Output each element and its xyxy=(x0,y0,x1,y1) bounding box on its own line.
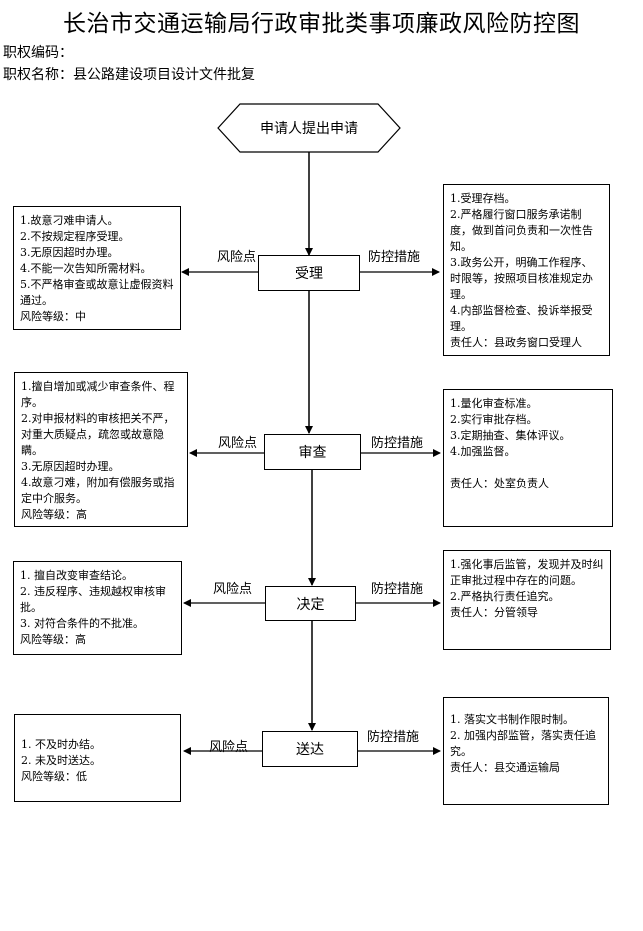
risk-item: 3.无原因超时办理。 xyxy=(21,460,120,473)
risk-item: 2. 违反程序、违规越权审核审批。 xyxy=(20,585,166,614)
risk-label: 风险点 xyxy=(218,436,258,451)
authority-name: 职权名称：县公路建设项目设计文件批复 xyxy=(3,67,255,83)
control-item: 2. 加强内部监管，落实责任追究。 xyxy=(450,729,596,758)
control-item xyxy=(450,460,606,476)
risk-item: 1.擅自增加或减少审查条件、程序。 xyxy=(21,380,175,409)
control-item: 4.内部监督检查、投诉举报受理。 xyxy=(450,304,593,333)
risk-item: 1. 不及时办结。 xyxy=(21,738,101,751)
risk-item: 2.对申报材料的审核把关不严，对重大质疑点，疏忽或故意隐瞒。 xyxy=(21,412,175,457)
step-node-accept: 受理 xyxy=(258,255,360,291)
risk-box-deliver: 1. 不及时办结。 2. 未及时送达。 风险等级：低 xyxy=(14,714,181,802)
control-item: 1.受理存档。 xyxy=(450,192,516,205)
risk-level: 风险等级：高 xyxy=(20,633,86,646)
risk-label: 风险点 xyxy=(213,582,253,597)
control-box-accept: 1.受理存档。 2.严格履行窗口服务承诺制度，做到首问负责和一次性告知。 3.政… xyxy=(443,184,610,356)
risk-box-decide: 1. 擅自改变审查结论。 2. 违反程序、违规越权审核审批。 3. 对符合条件的… xyxy=(13,561,182,655)
responsible-person: 责任人：处室负责人 xyxy=(450,477,549,490)
start-hexagon xyxy=(217,103,401,153)
page-title: 长治市交通运输局行政审批类事项廉政风险防控图 xyxy=(63,11,580,37)
risk-item: 1. 擅自改变审查结论。 xyxy=(20,569,133,582)
risk-box-accept: 1.故意刁难申请人。 2.不按规定程序受理。 3.无原因超时办理。 4.不能一次… xyxy=(13,206,181,330)
control-label: 防控措施 xyxy=(371,582,424,597)
responsible-person: 责任人：县政务窗口受理人 xyxy=(450,336,582,349)
control-label: 防控措施 xyxy=(368,250,421,265)
risk-level: 风险等级：高 xyxy=(21,508,87,521)
control-item: 2.严格履行窗口服务承诺制度，做到首问负责和一次性告知。 xyxy=(450,208,593,253)
risk-item: 2. 未及时送达。 xyxy=(21,754,101,767)
risk-item: 4.故意刁难，附加有偿服务或指定中介服务。 xyxy=(21,476,175,505)
step-node-deliver: 送达 xyxy=(262,731,358,767)
control-item: 2.实行审批存档。 xyxy=(450,413,538,426)
control-item: 3.政务公开，明确工作程序、时限等，按照项目核准规定办理。 xyxy=(450,256,593,301)
control-label: 防控措施 xyxy=(371,436,424,451)
control-box-deliver: 1. 落实文书制作限时制。 2. 加强内部监管，落实责任追究。 责任人：县交通运… xyxy=(443,697,609,805)
control-item: 4.加强监督。 xyxy=(450,445,516,458)
risk-item: 1.故意刁难申请人。 xyxy=(20,214,119,227)
control-item: 1.强化事后监管，发现并及时纠正审批过程中存在的问题。 xyxy=(450,558,604,587)
control-box-decide: 1.强化事后监管，发现并及时纠正审批过程中存在的问题。 2.严格执行责任追究。 … xyxy=(443,550,611,650)
responsible-person: 责任人：县交通运输局 xyxy=(450,761,560,774)
step-node-review: 审查 xyxy=(264,434,361,470)
risk-label: 风险点 xyxy=(209,740,249,755)
risk-level: 风险等级：中 xyxy=(20,310,86,323)
control-item: 2.严格执行责任追究。 xyxy=(450,590,560,603)
risk-item: 5.不严格审查或故意让虚假资料通过。 xyxy=(20,278,174,307)
control-item: 1.量化审查标准。 xyxy=(450,397,538,410)
risk-item: 3.无原因超时办理。 xyxy=(20,246,119,259)
risk-item: 3. 对符合条件的不批准。 xyxy=(20,617,144,630)
risk-item: 4.不能一次告知所需材料。 xyxy=(20,262,152,275)
control-item: 1. 落实文书制作限时制。 xyxy=(450,713,574,726)
responsible-person: 责任人：分管领导 xyxy=(450,606,538,619)
control-label: 防控措施 xyxy=(367,730,420,745)
risk-item: 2.不按规定程序受理。 xyxy=(20,230,130,243)
risk-box-review: 1.擅自增加或减少审查条件、程序。 2.对申报材料的审核把关不严，对重大质疑点，… xyxy=(14,372,188,527)
start-node: 申请人提出申请 xyxy=(260,121,358,137)
authority-code: 职权编码： xyxy=(3,45,73,61)
step-node-decide: 决定 xyxy=(265,586,356,621)
risk-level: 风险等级：低 xyxy=(21,770,87,783)
control-box-review: 1.量化审查标准。 2.实行审批存档。 3.定期抽查、集体评议。 4.加强监督。… xyxy=(443,389,613,527)
control-item: 3.定期抽查、集体评议。 xyxy=(450,429,571,442)
risk-label: 风险点 xyxy=(217,250,257,265)
